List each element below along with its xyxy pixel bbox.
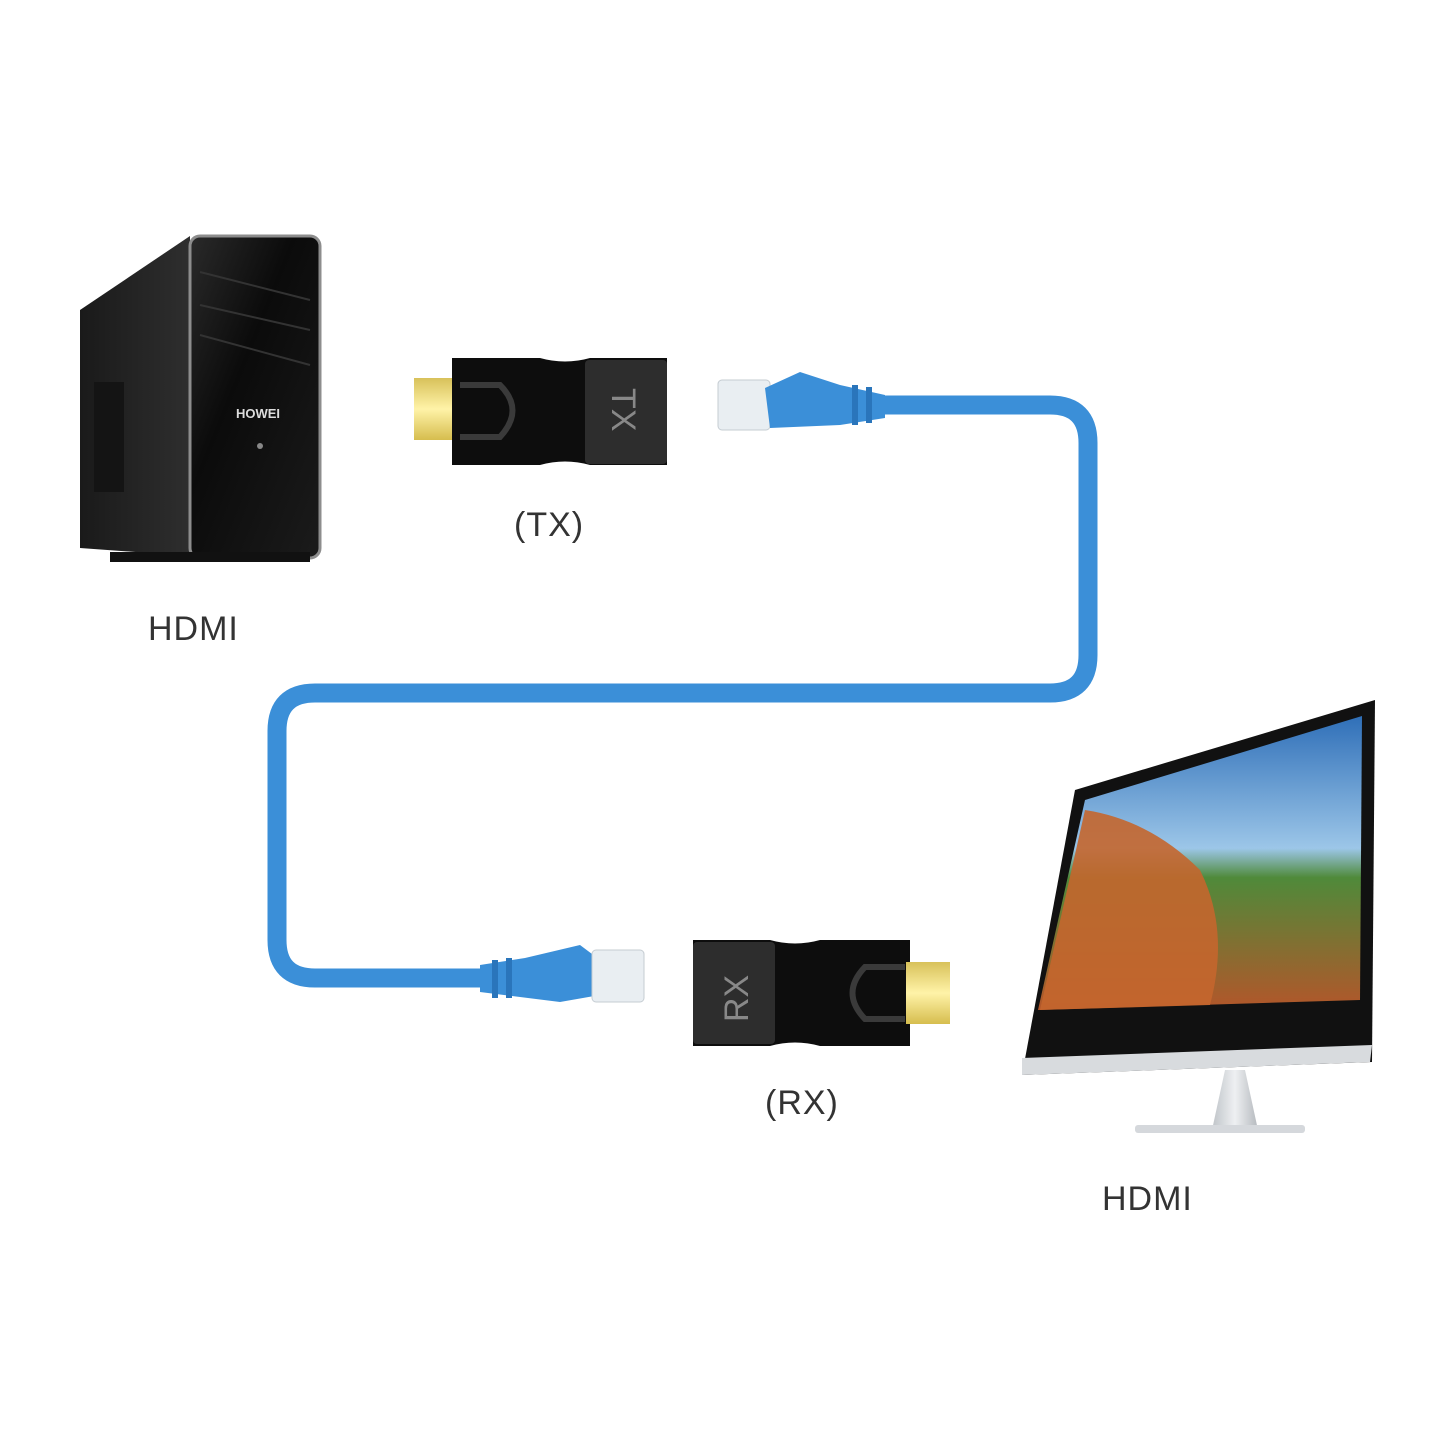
pc-hdmi-label: HDMI [148,610,239,648]
rj45-plug-tx [717,372,885,431]
rj45-plug-rx [480,945,645,1003]
ethernet-cable [267,395,1098,988]
rx-adapter: RX [693,940,950,1046]
pc-logo: HOWEI [236,406,280,421]
monitor [1022,700,1375,1133]
monitor-hdmi-label: HDMI [1102,1180,1193,1218]
pc-tower: HOWEI [80,234,322,562]
rx-label: (RX) [765,1084,839,1122]
rx-badge: RX [718,975,756,1022]
tx-adapter: TX [414,358,667,465]
tx-label: (TX) [514,506,585,544]
tx-badge: TX [604,388,642,431]
